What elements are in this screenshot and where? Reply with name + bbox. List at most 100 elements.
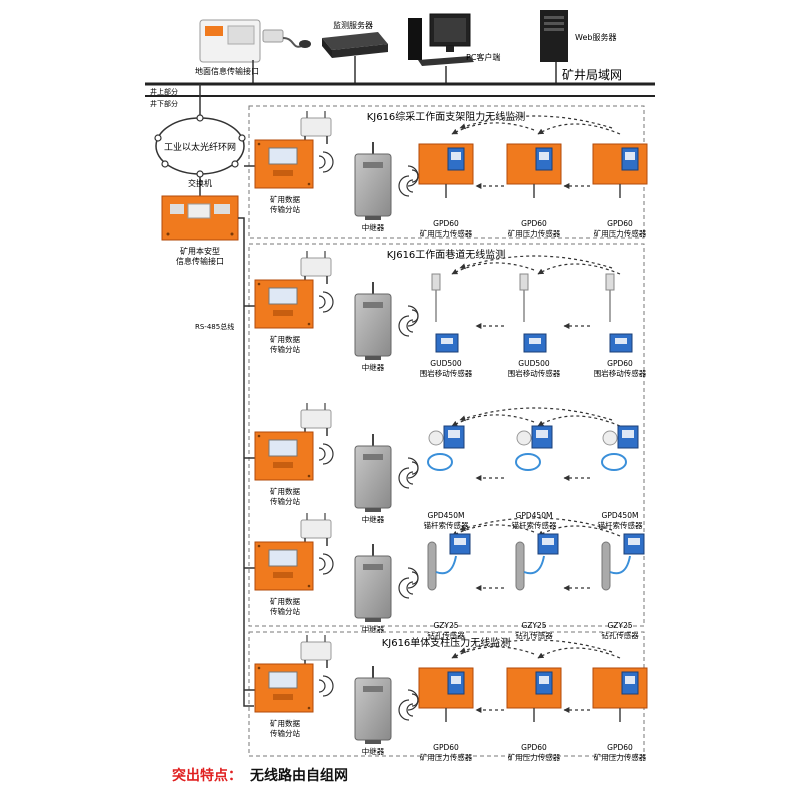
sensor-model: GPD60 xyxy=(521,743,547,752)
sensor-displacement xyxy=(519,273,547,353)
sensor-pressure-box xyxy=(506,143,562,198)
wireless-signal-icon xyxy=(398,175,414,197)
wireless-signal-icon xyxy=(318,443,334,465)
mesh-link xyxy=(459,407,613,422)
substation-label-1: 矿用数据 xyxy=(270,194,300,204)
sensor-model: GPD60 xyxy=(433,219,459,228)
fiber-ring-label: 工业以太光纤环网 xyxy=(164,141,236,153)
section-title: KJ616工作面巷道无线监测 xyxy=(387,248,506,261)
sensor-anchor xyxy=(427,425,465,471)
monitor-server-icon xyxy=(322,32,388,58)
substation-label-1: 矿用数据 xyxy=(270,596,300,606)
repeater-label: 中继器 xyxy=(362,624,385,634)
mesh-link xyxy=(451,122,535,135)
switch-label: 交换机 xyxy=(188,178,212,188)
sensor-type: 矿用压力传感器 xyxy=(508,752,561,762)
sensor-type: 钻孔传感器 xyxy=(601,630,639,640)
repeater-label: 中继器 xyxy=(362,514,385,524)
sensor-pressure-box xyxy=(592,667,648,722)
repeater-label: 中继器 xyxy=(362,746,385,756)
repeater-device: 中继器 xyxy=(354,666,414,756)
antenna-module xyxy=(300,251,332,284)
sensor-borehole xyxy=(601,533,645,591)
above-ground-label: 井上部分 xyxy=(150,87,178,96)
repeater-device: 中继器 xyxy=(354,282,414,372)
sensor-anchor xyxy=(515,425,553,471)
wireless-signal-icon xyxy=(318,675,334,697)
rs485-bus xyxy=(238,217,254,707)
sensor-type: 矿用压力传感器 xyxy=(508,228,561,238)
repeater-label: 中继器 xyxy=(362,222,385,232)
sensor-borehole xyxy=(515,533,559,591)
wireless-signal-icon xyxy=(407,305,419,327)
sensor-type: 锚杆索传感器 xyxy=(598,520,643,530)
sensor-model: GPD60 xyxy=(433,743,459,752)
wireless-signal-icon xyxy=(407,165,419,187)
rs485-label: RS-485总线 xyxy=(195,322,234,331)
sensor-pressure-box xyxy=(506,667,562,722)
sensor-displacement xyxy=(431,273,459,353)
substation-label-2: 传输分站 xyxy=(270,606,300,616)
wireless-signal-icon xyxy=(407,457,419,479)
pc-client-label: PC客户端 xyxy=(466,52,500,62)
sensor-model: GPD60 xyxy=(607,743,633,752)
below-ground-label: 井下部分 xyxy=(150,99,178,108)
sensor-type: 钻孔传感器 xyxy=(515,630,553,640)
substation-label-1: 矿用数据 xyxy=(270,486,300,496)
substation-label-1: 矿用数据 xyxy=(270,718,300,728)
substation-label-2: 传输分站 xyxy=(270,204,300,214)
sensor-type: 锚杆索传感器 xyxy=(512,520,557,530)
sensor-pressure-box xyxy=(418,143,474,198)
wireless-signal-icon xyxy=(398,467,414,489)
mesh-link xyxy=(537,263,621,275)
mesh-link xyxy=(451,524,535,537)
mesh-link xyxy=(459,255,613,270)
wireless-signal-icon xyxy=(407,689,419,711)
sensor-model: GPD450M xyxy=(602,511,639,520)
sensor-model: GPD60 xyxy=(521,219,547,228)
mesh-link xyxy=(451,414,535,427)
wireless-signal-icon xyxy=(398,577,414,599)
highlight-label: 突出特点： xyxy=(172,767,242,784)
sensor-model: GUD500 xyxy=(518,359,550,368)
safe-interface-device xyxy=(161,195,239,241)
substation-label-2: 传输分站 xyxy=(270,496,300,506)
safe-interface-label-1: 矿用本安型 xyxy=(180,246,220,256)
monitor-server-label: 监测服务器 xyxy=(333,20,373,30)
section-title: KJ616单体支柱压力无线监测 xyxy=(382,636,511,649)
sensor-pressure-box xyxy=(592,143,648,198)
sensor-model: GPD60 xyxy=(607,359,633,368)
mesh-link xyxy=(459,517,613,532)
sensor-model: GPD60 xyxy=(607,219,633,228)
sensor-model: GZY25 xyxy=(607,621,632,630)
sensor-model: GZY25 xyxy=(521,621,546,630)
sensor-model: GUD500 xyxy=(430,359,462,368)
mesh-link xyxy=(537,415,621,427)
mesh-link xyxy=(459,639,613,654)
sensor-type: 围岩移动传感器 xyxy=(594,368,647,378)
sensor-type: 矿用压力传感器 xyxy=(594,228,647,238)
antenna-module xyxy=(300,111,332,144)
surface-drops xyxy=(252,56,557,83)
substation-label-2: 传输分站 xyxy=(270,344,300,354)
wireless-signal-icon xyxy=(407,567,419,589)
antenna-module xyxy=(300,635,332,668)
repeater-device: 中继器 xyxy=(354,142,414,232)
pc-client-icon xyxy=(408,13,474,66)
sensor-model: GPD450M xyxy=(428,511,465,520)
mesh-link xyxy=(451,646,535,659)
antenna-module xyxy=(300,513,332,546)
sensor-model: GZY25 xyxy=(433,621,458,630)
repeater-label: 中继器 xyxy=(362,362,385,372)
mesh-link xyxy=(537,123,621,135)
sensor-displacement xyxy=(605,273,633,353)
